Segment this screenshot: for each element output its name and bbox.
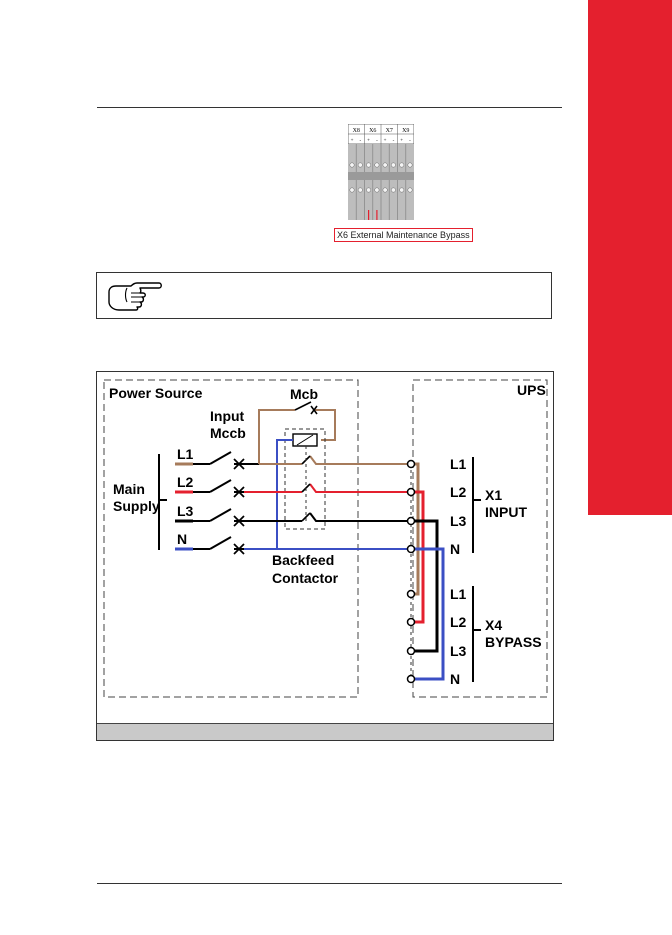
x4-label-l1: L1	[450, 586, 467, 602]
figure-caption-bar	[97, 723, 553, 740]
x1-title-1: X1	[485, 487, 502, 503]
pin-label: -	[376, 139, 378, 144]
x4-title-1: X4	[485, 617, 502, 633]
note-box	[96, 272, 552, 319]
x1-label-l2: L2	[450, 484, 467, 500]
wiring-diagram: Power Source UPS Mcb Input Mccb Main Sup…	[103, 379, 548, 698]
group-label-x9: X9	[402, 128, 409, 134]
header-rule	[97, 107, 562, 108]
pin-label: -	[393, 139, 395, 144]
terminal-x4-n	[406, 674, 416, 684]
x1-title-2: INPUT	[485, 504, 527, 520]
x6-callout-label: X6 External Maintenance Bypass	[334, 228, 473, 242]
x4-title-2: BYPASS	[485, 634, 542, 650]
supply-label-n: N	[177, 531, 187, 547]
x4-label-n: N	[450, 671, 460, 687]
x4-bracket	[472, 586, 481, 682]
x1-bracket	[472, 457, 481, 553]
ups-label: UPS	[517, 382, 546, 398]
chapter-tab	[588, 0, 672, 515]
terminal-block-image: X8 X6 X7 X9 + - + - + - + -	[348, 124, 414, 220]
main-supply-label-2: Supply	[113, 498, 160, 514]
main-supply-label-1: Main	[113, 481, 145, 497]
group-label-x7: X7	[386, 128, 393, 134]
power-source-label: Power Source	[109, 385, 203, 401]
pointing-hand-icon	[108, 282, 162, 311]
power-source-region	[103, 379, 359, 698]
pin-label: +	[367, 139, 370, 144]
footer-rule	[97, 883, 562, 884]
x1-label-l3: L3	[450, 513, 467, 529]
mcb-label: Mcb	[290, 386, 318, 402]
backfeed-contactor-label-1: Backfeed	[272, 552, 334, 568]
supply-label-l2: L2	[177, 474, 194, 490]
supply-label-l1: L1	[177, 446, 194, 462]
pin-label: +	[400, 139, 403, 144]
group-label-x8: X8	[353, 128, 360, 134]
pin-label: +	[384, 139, 387, 144]
x1-label-l1: L1	[450, 456, 467, 472]
terminal-x1-l2	[406, 487, 416, 497]
pin-label: -	[409, 139, 411, 144]
pin-label: +	[351, 139, 354, 144]
terminal-x4-l2	[406, 617, 416, 627]
x1-label-n: N	[450, 541, 460, 557]
x4-label-l2: L2	[450, 614, 467, 630]
backfeed-contactor-label-2: Contactor	[272, 570, 339, 586]
terminal-x1-l3	[406, 516, 416, 526]
terminal-x1-n	[406, 544, 416, 554]
terminal-x4-l3	[406, 646, 416, 656]
supply-label-l3: L3	[177, 503, 194, 519]
pin-label: -	[359, 139, 361, 144]
terminal-x4-l1	[406, 589, 416, 599]
group-label-x6: X6	[369, 128, 376, 134]
x4-label-l3: L3	[450, 643, 467, 659]
wiring-diagram-figure: Power Source UPS Mcb Input Mccb Main Sup…	[96, 371, 554, 741]
input-mccb-label-1: Input	[210, 408, 245, 424]
input-mccb-label-2: Mccb	[210, 425, 246, 441]
main-supply-bracket	[158, 454, 167, 550]
ups-region	[412, 379, 548, 698]
terminal-x1-l1	[406, 459, 416, 469]
